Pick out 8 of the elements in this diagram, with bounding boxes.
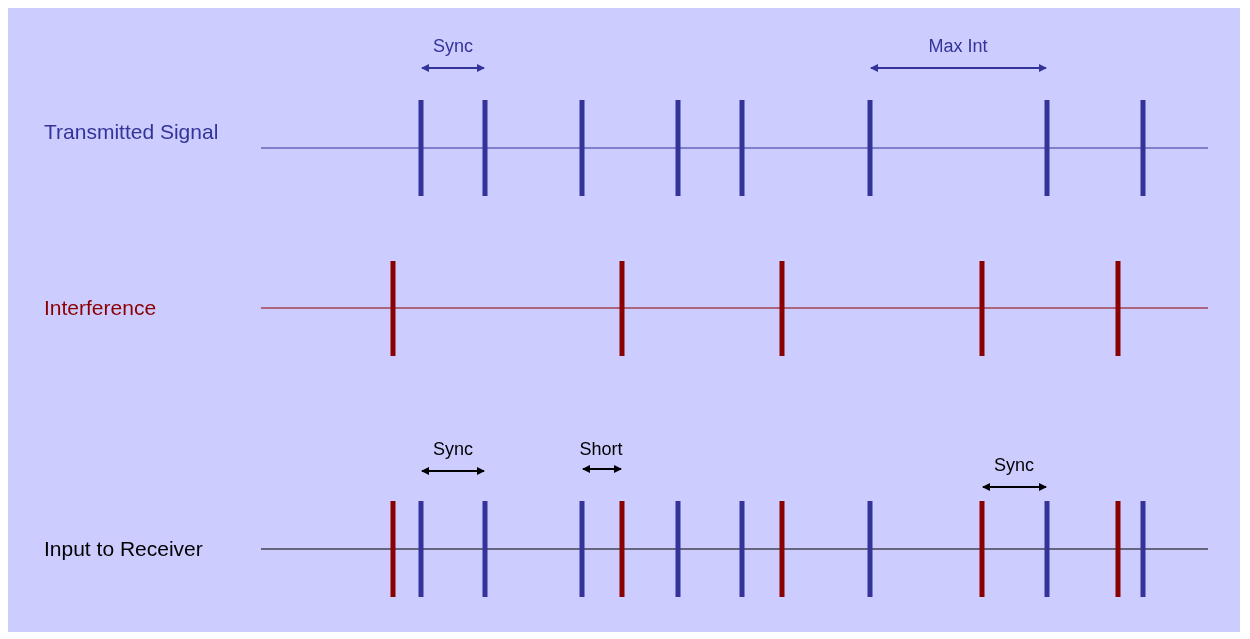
dimension-label: Short [579,439,623,460]
dimension-label: Max Int [928,36,988,57]
row-label: Interference [44,295,158,321]
row-label: Transmitted Signal [44,119,220,145]
dimension-label: Sync [433,439,473,460]
row-label: Input to Receiver [44,536,204,562]
dimension-label: Sync [433,36,473,57]
dimension-label: Sync [994,455,1034,476]
